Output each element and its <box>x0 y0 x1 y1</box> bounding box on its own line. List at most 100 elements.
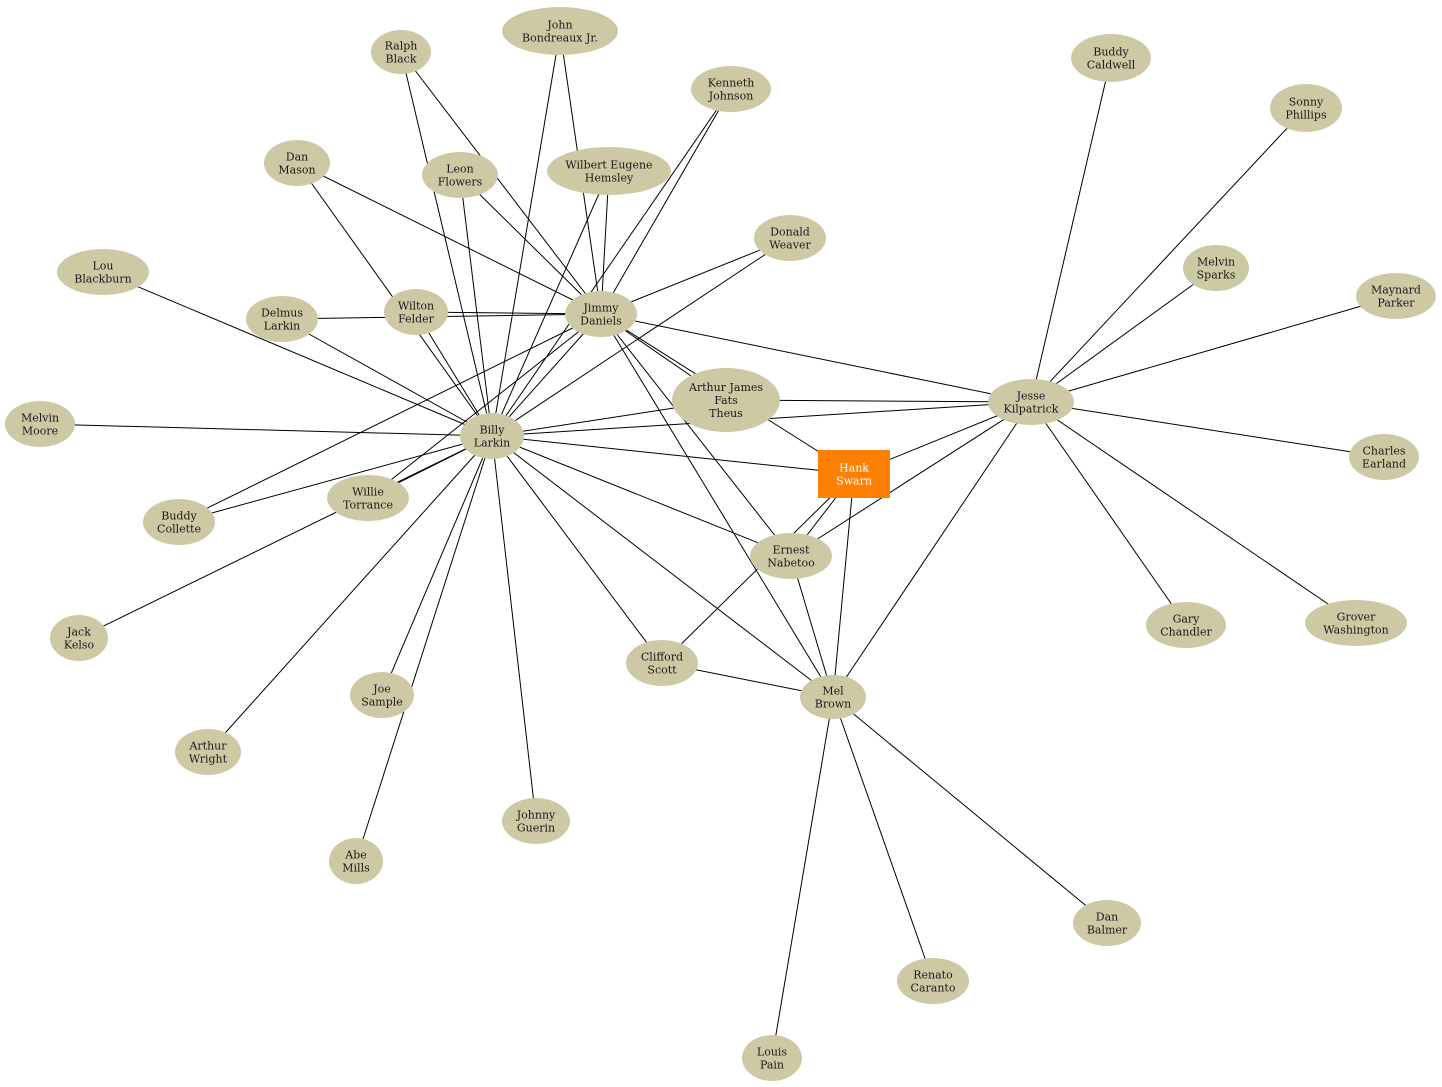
node-label-hank-swarn-line-1: Hank <box>839 462 869 475</box>
edge-billy-larkin-to-melvin-moore <box>39 423 493 437</box>
edge-billy-larkin-to-leon-flowers <box>459 174 493 437</box>
node-label-joe-sample-line-2: Sample <box>361 696 403 709</box>
node-shape-wilton-felder <box>384 289 448 335</box>
node-shape-clifford-scott <box>626 640 698 686</box>
edge-billy-larkin-to-joe-sample <box>381 435 493 696</box>
node-label-donald-weaver-line-1: Donald <box>770 226 810 239</box>
edge-jimmy-daniels-to-dan-mason <box>296 162 602 315</box>
node-label-jimmy-daniels-line-1: Jimmy <box>582 302 619 315</box>
node-shape-jack-kelso <box>50 615 108 661</box>
node-label-leon-flowers-line-1: Leon <box>446 163 474 176</box>
node-shape-hank-swarn <box>818 450 890 498</box>
node-shape-renato-caranto <box>897 958 969 1004</box>
node-shape-maynard-parker <box>1356 273 1436 319</box>
edge-mel-brown-to-renato-caranto <box>832 696 934 982</box>
node-label-louis-pain-line-1: Louis <box>757 1046 788 1059</box>
node-label-arthur-wright-line-1: Arthur <box>188 740 227 753</box>
node-label-clifford-scott-line-1: Clifford <box>641 651 683 664</box>
edge-mel-brown-to-dan-balmer <box>832 696 1108 924</box>
node-label-dan-mason-line-2: Mason <box>278 164 315 177</box>
node-label-sonny-phillips-line-2: Phillips <box>1285 109 1327 122</box>
edge-jimmy-daniels-to-donald-weaver <box>600 237 791 315</box>
node-label-sonny-phillips-line-1: Sonny <box>1289 96 1324 109</box>
node-label-gary-chandler-line-1: Gary <box>1173 613 1201 626</box>
node-shape-lou-blackburn <box>57 249 149 295</box>
edge-billy-larkin-to-ernest-nabetoo <box>491 435 792 557</box>
node-label-jimmy-daniels-line-2: Daniels <box>580 315 622 328</box>
node-shape-ralph-black <box>371 30 431 74</box>
node-shape-john-bondreaux-jr <box>502 7 618 55</box>
node-label-renato-caranto-line-2: Caranto <box>911 982 956 995</box>
node-shape-joe-sample <box>350 672 414 718</box>
edge-billy-larkin-to-jimmy-daniels <box>491 313 602 437</box>
node-shape-mel-brown <box>800 675 866 719</box>
node-label-donald-weaver-line-2: Weaver <box>769 239 811 252</box>
node-label-wilbert-eugene-hemsley-line-2: Hemsley <box>585 172 634 185</box>
node-shape-johnny-guerin <box>502 798 570 844</box>
node-label-dan-balmer-line-1: Dan <box>1096 911 1118 924</box>
edge-jimmy-daniels-to-mel-brown <box>600 313 834 698</box>
node-label-delmus-larkin-line-1: Delmus <box>261 307 303 320</box>
node-label-buddy-collette-line-1: Buddy <box>161 510 197 523</box>
node-label-johnny-guerin-line-2: Guerin <box>517 822 555 835</box>
node-label-willie-torrance-line-1: Willie <box>352 486 384 499</box>
node-label-melvin-moore-line-2: Moore <box>22 425 58 438</box>
node-label-john-bondreaux-jr-line-1: John <box>546 19 572 32</box>
edge-billy-larkin-to-abe-mills <box>355 435 493 862</box>
node-label-leon-flowers-line-2: Flowers <box>438 176 483 189</box>
node-label-jesse-kilpatrick-line-2: Kilpatrick <box>1004 403 1059 416</box>
edge-billy-larkin-to-buddy-collette <box>178 435 493 523</box>
node-label-arthur-james-fats-theus-line-3: Theus <box>709 407 743 420</box>
node-label-wilton-felder-line-1: Wilton <box>398 300 434 313</box>
node-label-wilbert-eugene-hemsley-line-1: Wilbert Eugene <box>565 159 652 172</box>
node-label-grover-washington-line-1: Grover <box>1337 611 1376 624</box>
node-shape-ernest-nabetoo <box>750 533 832 579</box>
node-label-grover-washington-line-2: Washington <box>1323 624 1388 637</box>
node-label-abe-mills-line-2: Mills <box>342 862 370 875</box>
edge-jesse-kilpatrick-to-buddy-caldwell <box>1030 57 1112 403</box>
node-label-mel-brown-line-2: Brown <box>815 698 851 711</box>
node-label-kenneth-johnson-line-1: Kenneth <box>708 77 755 90</box>
node-shape-melvin-sparks <box>1183 245 1249 291</box>
node-label-charles-earland-line-1: Charles <box>1363 445 1406 458</box>
edge-billy-larkin-to-john-bondreaux-jr <box>491 30 561 437</box>
